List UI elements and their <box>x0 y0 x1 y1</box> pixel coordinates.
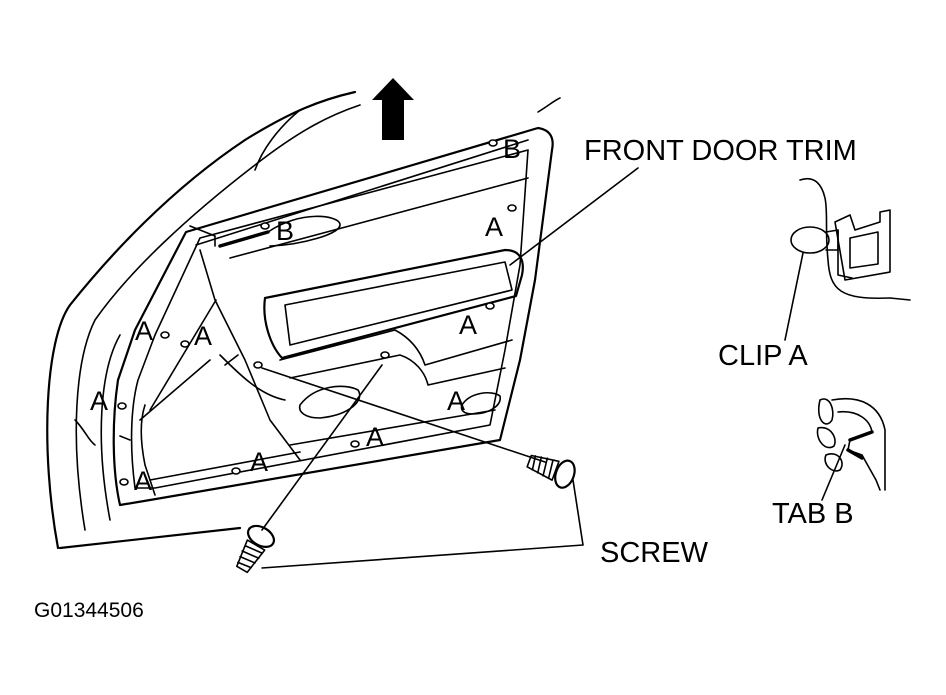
figure-id: G01344506 <box>34 599 144 622</box>
screw-label: SCREW <box>600 537 709 569</box>
door-trim-panel <box>74 126 554 507</box>
label-a-window: A <box>459 310 477 340</box>
label-b-top: B <box>503 134 521 164</box>
door-body-outline <box>46 90 561 550</box>
label-a-left-1: A <box>135 316 153 346</box>
label-a-right-lower: A <box>447 386 465 416</box>
clip-letter-labels: B B A A A A A A A A A <box>90 134 521 496</box>
label-a-bottom-mid: A <box>366 422 384 452</box>
screw-icon <box>236 524 276 574</box>
screw-icon <box>526 454 576 489</box>
label-a-left-3: A <box>90 386 108 416</box>
tab-b-label: TAB B <box>772 498 854 530</box>
label-a-left-2: A <box>194 321 212 351</box>
front-door-trim-leader <box>509 167 639 266</box>
screw-pointer-lines <box>261 364 584 569</box>
clip-a-detail <box>784 178 911 341</box>
front-door-trim-label: FRONT DOOR TRIM <box>584 135 857 167</box>
tab-b-detail <box>816 398 886 501</box>
label-a-bottom-corner: A <box>134 466 152 496</box>
clip-a-label: CLIP A <box>718 340 808 372</box>
label-a-upper-right: A <box>485 212 503 242</box>
clip-markers <box>117 139 517 486</box>
label-a-bottom-left: A <box>250 447 268 477</box>
label-b-left: B <box>276 216 294 246</box>
up-arrow-icon <box>372 78 414 140</box>
